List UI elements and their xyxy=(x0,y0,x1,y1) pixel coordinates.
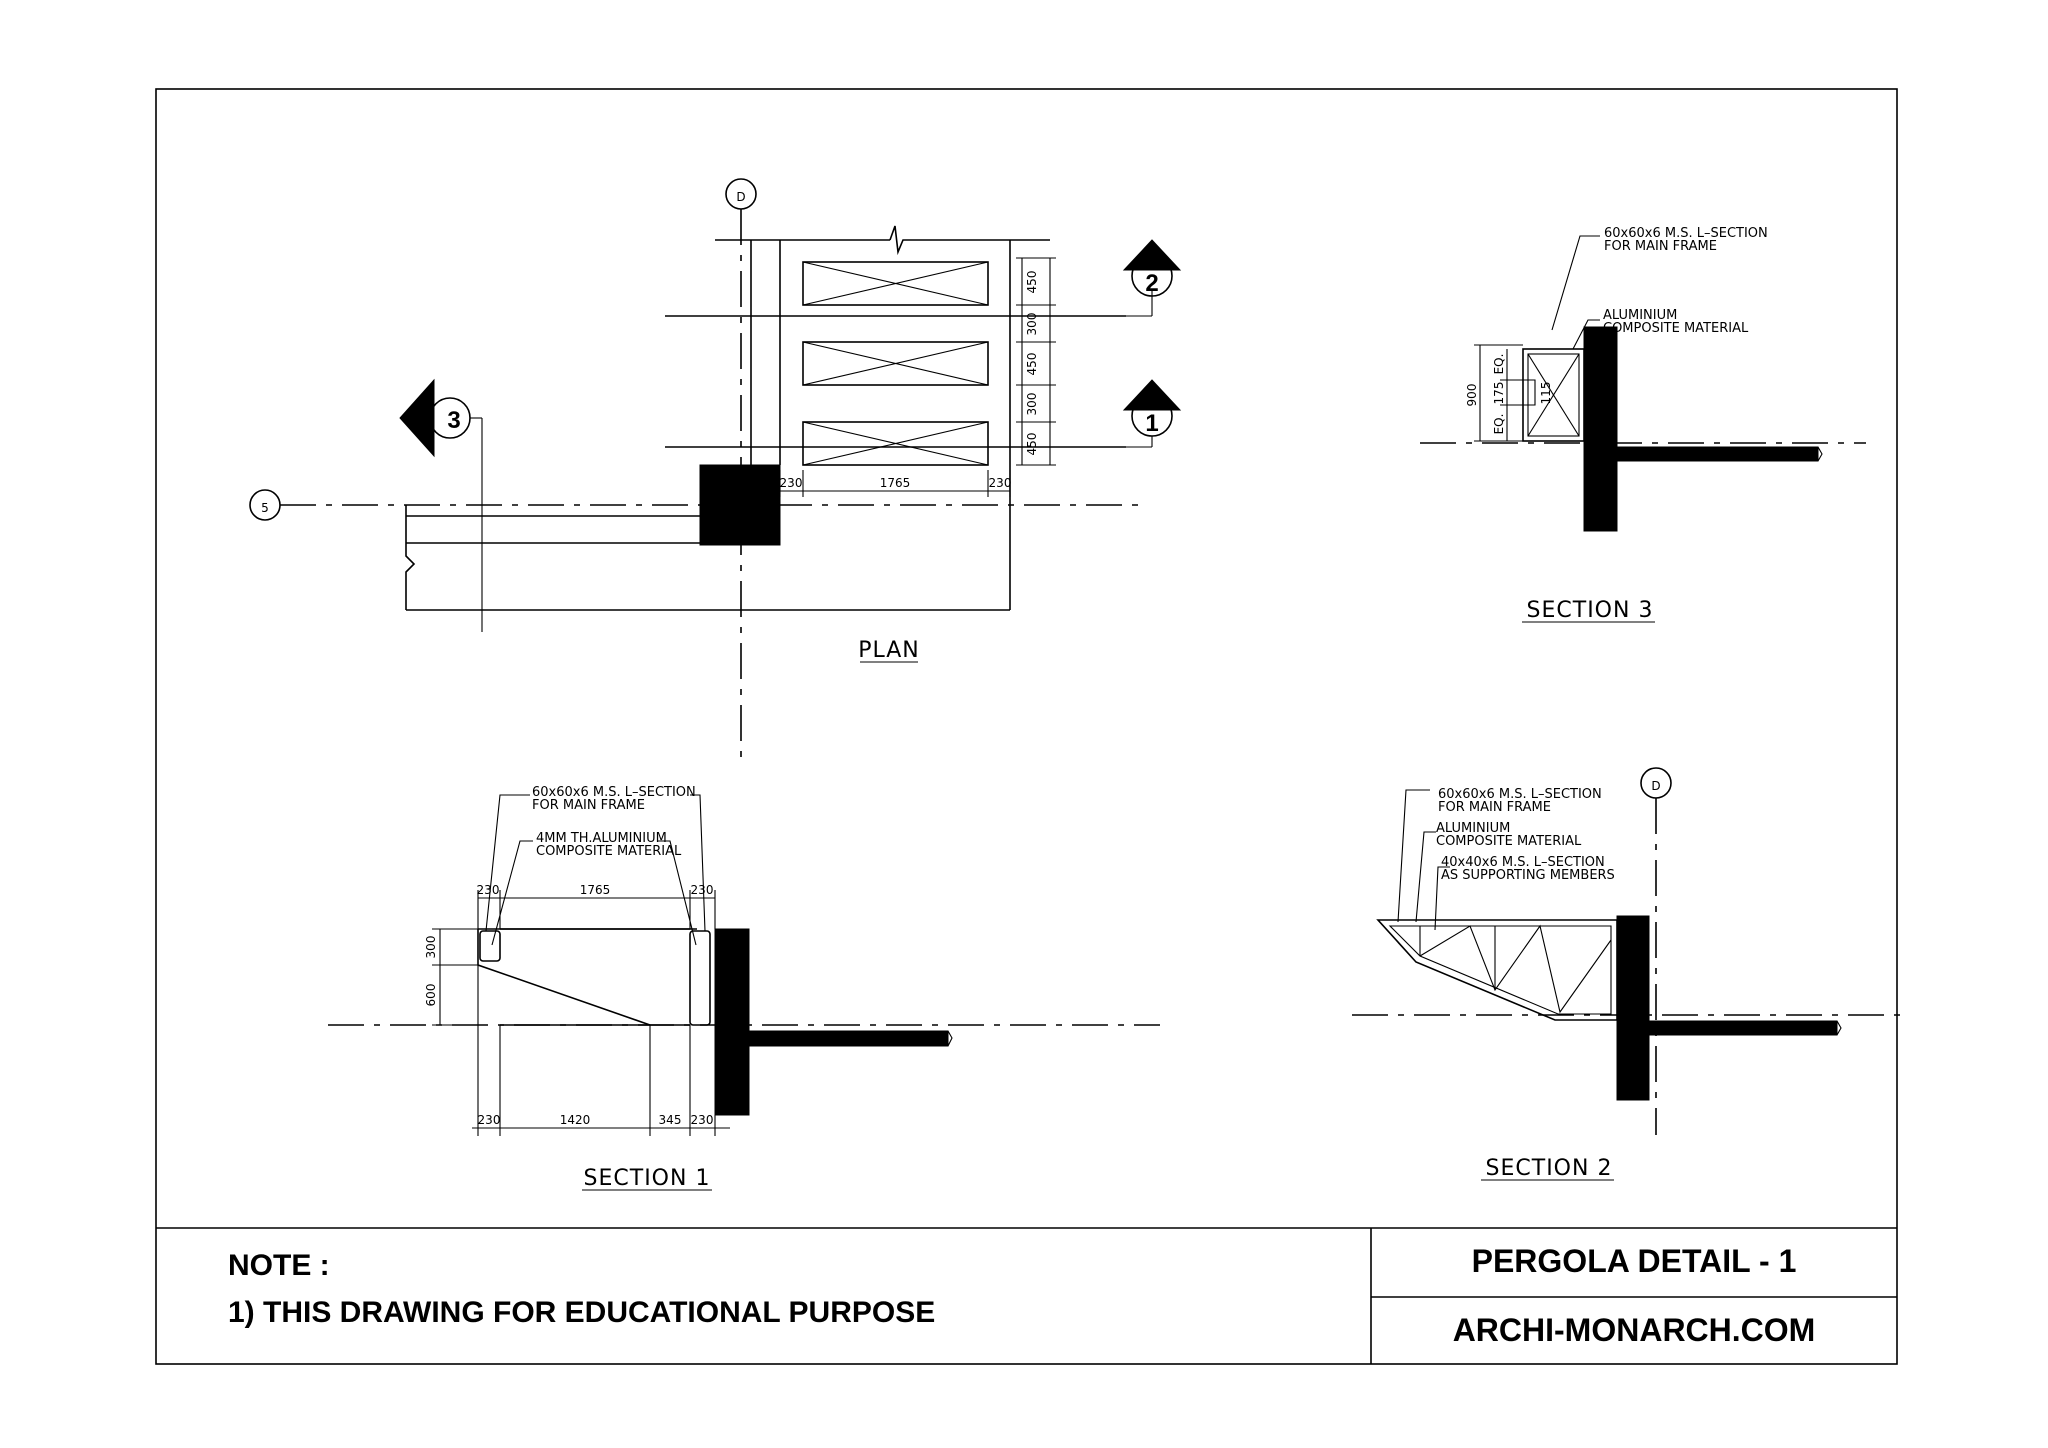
section1-note-acm-1: 4MM TH.ALUMINIUM xyxy=(536,831,667,846)
sheet-title: PERGOLA DETAIL - 1 xyxy=(1472,1243,1797,1279)
section2-outer-frame xyxy=(1376,919,1618,1021)
plan-dim-300-a: 300 xyxy=(1025,313,1039,336)
section2-note-support-2: AS SUPPORTING MEMBERS xyxy=(1441,868,1615,883)
section3-dim-115: 115 xyxy=(1539,382,1553,405)
section3-note-frame-1: 60x60x6 M.S. L–SECTION xyxy=(1604,226,1768,241)
grid-label-5: 5 xyxy=(261,501,269,515)
section2-column xyxy=(1616,915,1650,1101)
section-marker-3-label: 3 xyxy=(447,407,460,434)
grid-label-d: D xyxy=(736,190,745,204)
plan-dim-450-a: 450 xyxy=(1025,271,1039,294)
section3-note-acm-1: ALUMINIUM xyxy=(1603,308,1677,323)
section-marker-2-label: 2 xyxy=(1145,270,1158,297)
section-marker-1-label: 1 xyxy=(1145,410,1158,437)
section-1-view xyxy=(328,794,1160,1136)
section1-right-frame xyxy=(689,930,711,1026)
note-heading: NOTE : xyxy=(228,1249,330,1282)
section1-dim-top-230-left: 230 xyxy=(477,883,500,897)
section1-dim-bottom-230-right: 230 xyxy=(691,1113,714,1127)
section1-column xyxy=(714,928,750,1116)
section-marker-1 xyxy=(1050,379,1182,448)
section1-note-frame-2: FOR MAIN FRAME xyxy=(532,798,645,813)
section2-title: SECTION 2 xyxy=(1486,1156,1613,1181)
section1-dim-bottom-1420: 1420 xyxy=(560,1113,591,1127)
plan-panel-2 xyxy=(802,341,989,386)
plan-panel-1 xyxy=(802,261,989,306)
plan-dim-300-b: 300 xyxy=(1025,393,1039,416)
plan-dim-450-b: 450 xyxy=(1025,353,1039,376)
section3-dim-900: 900 xyxy=(1465,384,1479,407)
section-3-view xyxy=(1420,235,1866,532)
section3-note-frame-2: FOR MAIN FRAME xyxy=(1604,239,1717,254)
section1-dim-300: 300 xyxy=(424,936,438,959)
section3-panel xyxy=(1522,348,1585,442)
section2-note-acm-1: ALUMINIUM xyxy=(1436,821,1510,836)
section1-note-acm-2: COMPOSITE MATERIAL xyxy=(536,844,682,859)
plan-title: PLAN xyxy=(858,638,920,663)
section-marker-3 xyxy=(399,378,483,632)
plan-dim-1765: 1765 xyxy=(880,476,911,490)
section1-dim-top-230-right: 230 xyxy=(691,883,714,897)
plan-view: D 5 xyxy=(249,178,1140,760)
plan-dim-450-c: 450 xyxy=(1025,433,1039,456)
section1-dim-top-1765: 1765 xyxy=(580,883,611,897)
section1-dim-bottom-230-left: 230 xyxy=(478,1113,501,1127)
section2-note-support-1: 40x40x6 M.S. L–SECTION xyxy=(1441,855,1605,870)
section2-note-frame-2: FOR MAIN FRAME xyxy=(1438,800,1551,815)
section1-slab xyxy=(748,1030,949,1047)
website-label: ARCHI-MONARCH.COM xyxy=(1453,1312,1816,1348)
sheet-frame xyxy=(155,88,1898,1365)
note-item-1: 1) THIS DRAWING FOR EDUCATIONAL PURPOSE xyxy=(228,1296,935,1329)
section2-note-acm-2: COMPOSITE MATERIAL xyxy=(1436,834,1582,849)
section3-note-acm-2: COMPOSITE MATERIAL xyxy=(1603,321,1749,336)
section1-note-frame-1: 60x60x6 M.S. L–SECTION xyxy=(532,785,696,800)
section2-note-frame-1: 60x60x6 M.S. L–SECTION xyxy=(1438,787,1602,802)
section1-left-frame xyxy=(479,930,501,962)
section3-slab xyxy=(1616,446,1819,462)
section3-title: SECTION 3 xyxy=(1527,598,1654,623)
section1-dim-bottom-345: 345 xyxy=(659,1113,682,1127)
section1-title: SECTION 1 xyxy=(584,1166,711,1191)
section3-dim-175: 175 xyxy=(1492,382,1506,405)
section3-column xyxy=(1583,326,1618,532)
plan-column xyxy=(699,464,781,546)
plan-dim-230-left: 230 xyxy=(780,476,803,490)
section-marker-2 xyxy=(1050,239,1182,317)
section2-grid-label-d: D xyxy=(1651,779,1660,793)
section3-dim-eq-bottom: EQ. xyxy=(1492,414,1506,435)
section-2-view xyxy=(1352,767,1900,1135)
plan-dim-230-right: 230 xyxy=(989,476,1012,490)
section3-dim-eq-top: EQ. xyxy=(1492,354,1506,375)
section1-dim-600: 600 xyxy=(424,984,438,1007)
plan-panel-3 xyxy=(802,421,989,466)
section2-slab xyxy=(1648,1020,1838,1036)
